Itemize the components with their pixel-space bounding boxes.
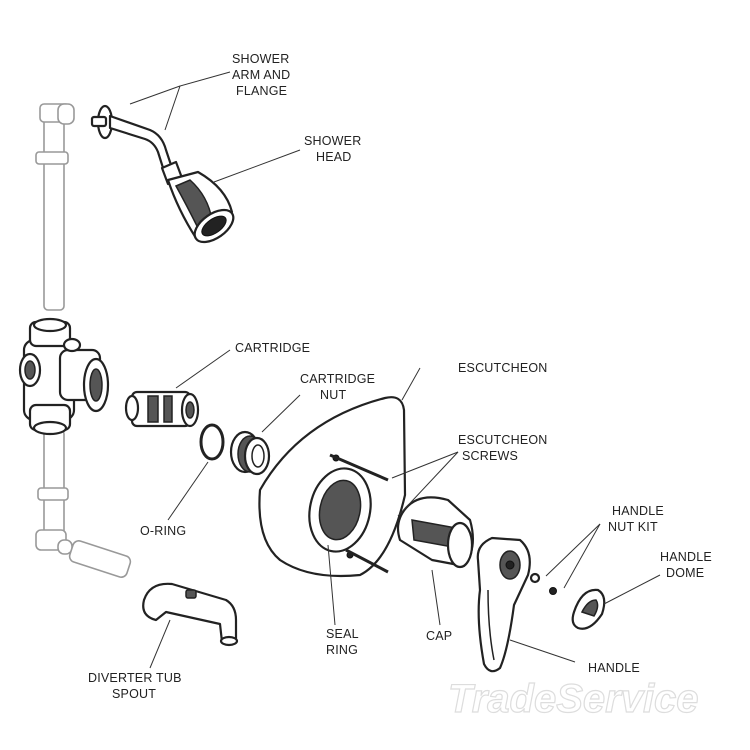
watermark-logo: TradeService xyxy=(448,677,699,721)
handle xyxy=(476,536,531,673)
escutcheon-screws xyxy=(329,453,389,574)
label-handle-nut-kit-line1: HANDLE xyxy=(612,504,664,518)
label-shower-arm-line1: SHOWER xyxy=(232,52,289,66)
shower-head xyxy=(160,160,235,244)
shower-arm-and-flange xyxy=(90,104,174,173)
label-seal-ring-line2: RING xyxy=(326,643,358,657)
cap xyxy=(396,496,475,569)
label-diverter-line1: DIVERTER TUB xyxy=(88,671,182,685)
diverter-tub-spout xyxy=(142,582,239,647)
label-cap: CAP xyxy=(426,629,452,643)
escutcheon xyxy=(258,396,407,578)
label-escutcheon: ESCUTCHEON xyxy=(458,361,548,375)
label-seal-ring-line1: SEAL xyxy=(326,627,359,641)
label-diverter-line2: SPOUT xyxy=(112,687,156,701)
cartridge-nut xyxy=(229,430,271,476)
label-shower-arm-line3: FLANGE xyxy=(236,84,287,98)
label-shower-head-line1: SHOWER xyxy=(304,134,361,148)
valve-body xyxy=(18,317,110,436)
label-shower-arm-line2: ARM AND xyxy=(232,68,290,82)
label-handle-dome-line2: DOME xyxy=(666,566,704,580)
label-escutcheon-screws-line2: SCREWS xyxy=(462,449,518,463)
label-o-ring: O-RING xyxy=(140,524,186,538)
handle-nut-kit xyxy=(529,572,557,595)
o-ring xyxy=(199,423,225,461)
label-cartridge-nut-line1: CARTRIDGE xyxy=(300,372,375,386)
part-labels: SHOWER ARM AND FLANGE SHOWER HEAD CARTRI… xyxy=(88,52,712,701)
label-shower-head-line2: HEAD xyxy=(316,150,352,164)
label-handle: HANDLE xyxy=(588,661,640,675)
label-escutcheon-screws-line1: ESCUTCHEON xyxy=(458,433,548,447)
handle-dome xyxy=(571,588,606,630)
label-cartridge-nut-line2: NUT xyxy=(320,388,346,402)
riser-pipe xyxy=(35,103,132,578)
label-handle-dome-line1: HANDLE xyxy=(660,550,712,564)
leader-lines xyxy=(129,71,661,669)
cartridge xyxy=(124,390,200,428)
label-cartridge: CARTRIDGE xyxy=(235,341,310,355)
label-handle-nut-kit-line2: NUT KIT xyxy=(608,520,658,534)
